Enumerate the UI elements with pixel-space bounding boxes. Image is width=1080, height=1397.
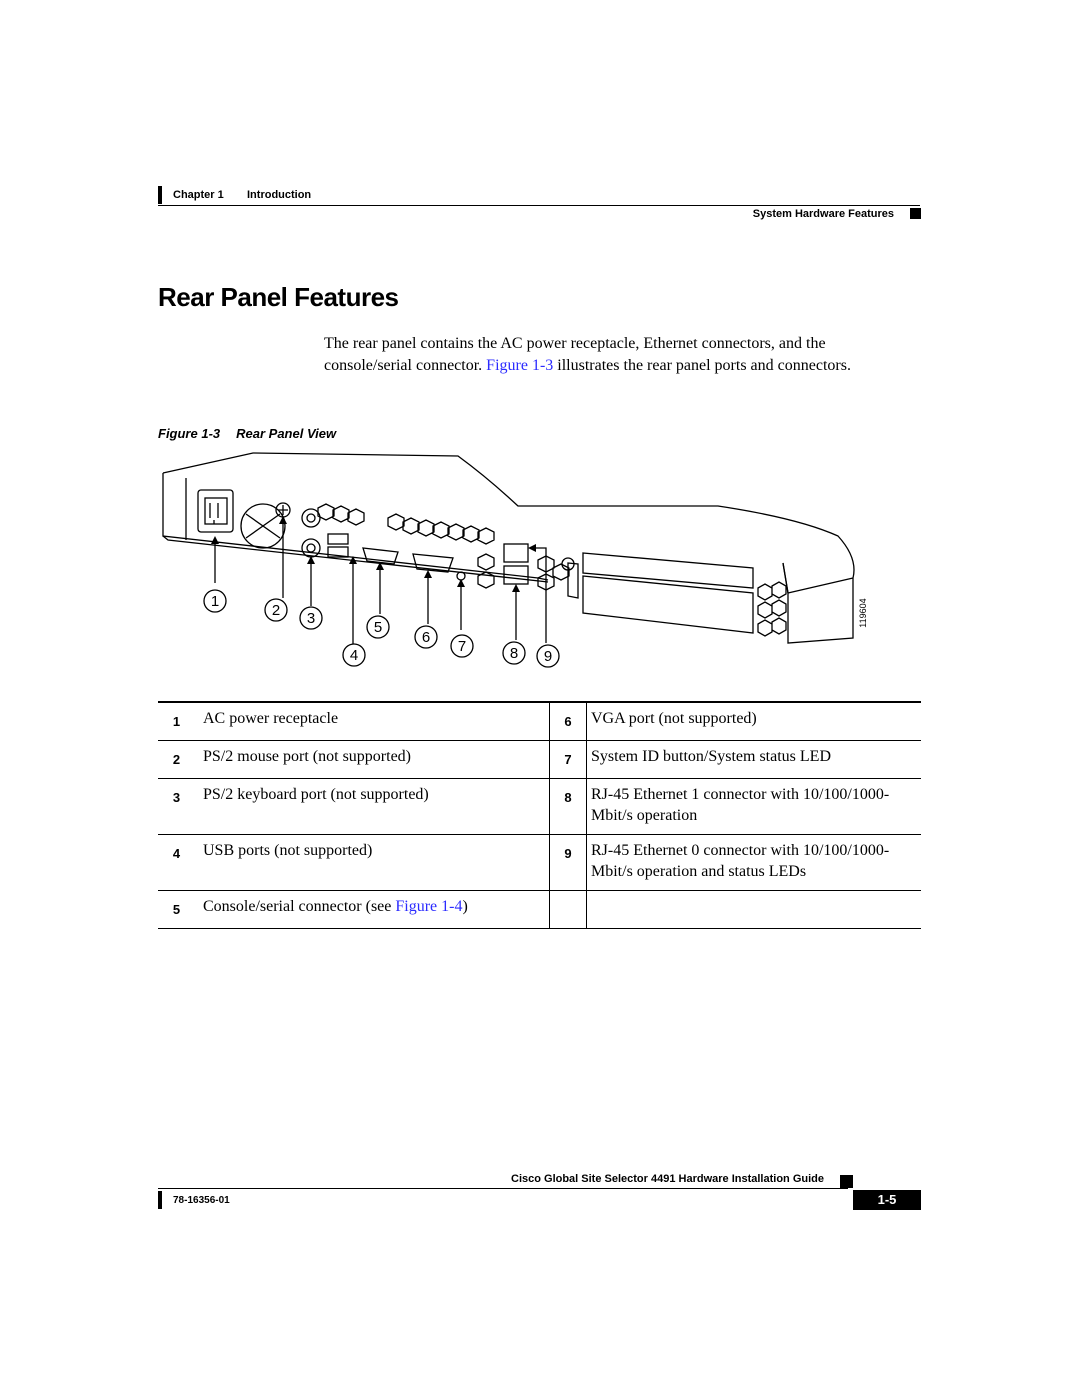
legend-num: 2 — [172, 752, 181, 767]
table-row: 3 PS/2 keyboard port (not supported) 8 R… — [158, 778, 921, 835]
legend-desc: VGA port (not supported) — [591, 710, 757, 727]
footer-doc-number: 78-16356-01 — [173, 1195, 230, 1206]
callout-6: 6 — [422, 629, 430, 646]
legend-desc: AC power receptacle — [195, 702, 550, 741]
figure-label: Figure 1-3 — [158, 426, 221, 441]
footer-bar — [158, 1191, 162, 1209]
page-title: Rear Panel Features — [158, 282, 399, 312]
legend-num: 8 — [549, 778, 587, 835]
legend-num: 3 — [172, 790, 181, 805]
legend-desc: Console/serial connector (see Figure 1-4… — [195, 890, 550, 929]
callout-7: 7 — [458, 638, 466, 655]
legend-num: 7 — [549, 740, 587, 779]
legend-desc: PS/2 keyboard port (not supported) — [195, 778, 550, 835]
legend-desc: PS/2 mouse port (not supported) — [195, 740, 550, 779]
intro-text-2: illustrates the rear panel ports and con… — [553, 356, 851, 374]
table-row: 2 PS/2 mouse port (not supported) 7 Syst… — [158, 740, 921, 779]
footer-rule — [158, 1188, 848, 1189]
callout-9: 9 — [544, 648, 552, 665]
legend-desc — [587, 891, 922, 929]
header-section: System Hardware Features — [752, 208, 894, 220]
table-row: 1 AC power receptacle 6 VGA port (not su… — [158, 702, 921, 741]
page-number: 1-5 — [853, 1190, 921, 1210]
legend-num: 5 — [172, 902, 181, 917]
legend-desc-text: Console/serial connector (see — [203, 898, 396, 915]
legend-desc-text: ) — [462, 898, 468, 915]
callout-legend-table: 1 AC power receptacle 6 VGA port (not su… — [158, 701, 921, 929]
figure-link[interactable]: Figure 1-4 — [395, 898, 463, 915]
header-marker — [910, 208, 921, 219]
callout-1: 1 — [211, 593, 219, 610]
callout-3: 3 — [307, 610, 315, 627]
footer-guide-title: Cisco Global Site Selector 4491 Hardware… — [511, 1173, 824, 1185]
callout-2: 2 — [272, 602, 280, 619]
callout-4: 4 — [350, 647, 358, 664]
legend-desc: USB ports (not supported) — [195, 834, 550, 891]
legend-desc: System ID button/System status LED — [591, 748, 831, 765]
rear-panel-illustration: 1 2 3 4 5 6 7 8 9 119604 — [162, 452, 868, 668]
legend-num: 6 — [549, 702, 587, 741]
table-row: 5 Console/serial connector (see Figure 1… — [158, 890, 922, 929]
header-bar — [158, 186, 162, 204]
figure-caption-text: Rear Panel View — [236, 426, 337, 441]
legend-desc: RJ-45 Ethernet 1 connector with 10/100/1… — [591, 786, 890, 824]
table-row: 4 USB ports (not supported) 9 RJ-45 Ethe… — [158, 834, 921, 891]
legend-num: 4 — [172, 846, 181, 861]
art-id: 119604 — [858, 598, 868, 627]
legend-num: 9 — [549, 834, 587, 891]
legend-num — [549, 890, 587, 929]
callout-8: 8 — [510, 645, 518, 662]
header-chapter-title: Introduction — [247, 189, 312, 201]
header-rule — [158, 205, 920, 206]
figure-link[interactable]: Figure 1-3 — [486, 356, 554, 374]
figure-caption: Figure 1-3 Rear Panel View — [158, 426, 336, 441]
legend-num: 1 — [172, 714, 181, 729]
legend-desc: RJ-45 Ethernet 0 connector with 10/100/1… — [591, 842, 890, 880]
footer-marker — [840, 1175, 853, 1188]
header-chapter: Chapter 1 — [173, 189, 224, 201]
intro-paragraph: The rear panel contains the AC power rec… — [324, 333, 914, 376]
callout-5: 5 — [374, 619, 382, 636]
intro-text-1: The rear panel contains the AC power rec… — [324, 335, 826, 374]
